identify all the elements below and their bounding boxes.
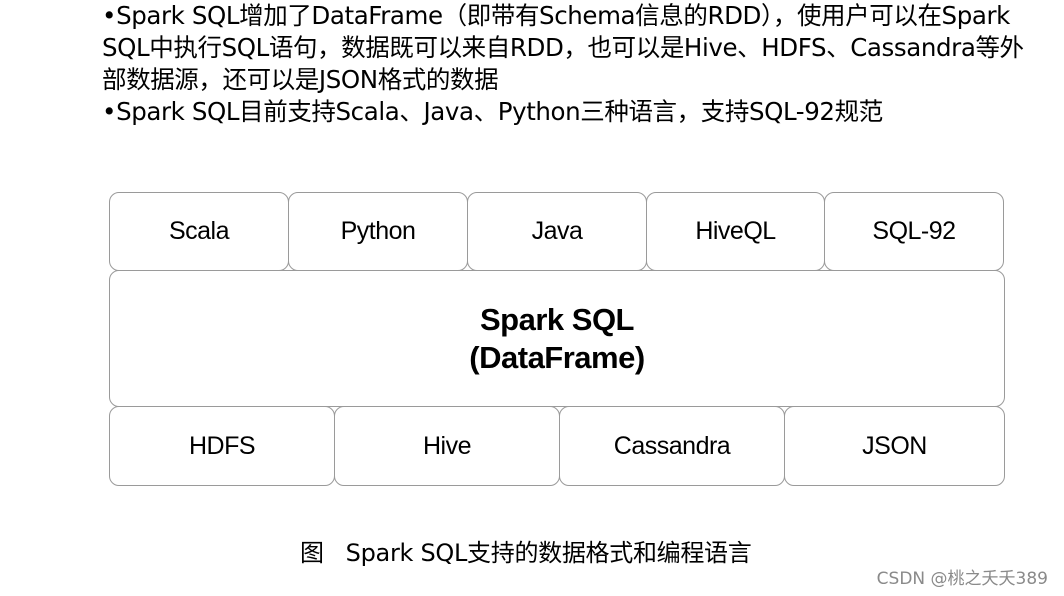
- language-box-hiveql: HiveQL: [646, 192, 825, 271]
- bullet-list: •Spark SQL增加了DataFrame（即带有Schema信息的RDD），…: [102, 0, 1042, 128]
- bullet-text: Spark SQL目前支持Scala、Java、Python三种语言，支持SQL…: [116, 97, 883, 126]
- source-box-hive: Hive: [334, 406, 560, 486]
- bullet-item: •Spark SQL目前支持Scala、Java、Python三种语言，支持SQ…: [102, 96, 1042, 128]
- language-box-scala: Scala: [109, 192, 289, 271]
- spark-sql-core-box: Spark SQL (DataFrame): [109, 270, 1005, 407]
- source-box-json: JSON: [784, 406, 1005, 486]
- figure-caption: 图 Spark SQL支持的数据格式和编程语言: [300, 539, 752, 567]
- spark-sql-architecture-diagram: Scala Python Java HiveQL SQL-92 Spark SQ…: [109, 192, 1005, 486]
- source-box-cassandra: Cassandra: [559, 406, 785, 486]
- bullet-marker: •: [102, 97, 117, 126]
- source-box-hdfs: HDFS: [109, 406, 335, 486]
- bullet-text: Spark SQL增加了DataFrame（即带有Schema信息的RDD），使…: [102, 1, 1024, 94]
- language-box-sql92: SQL-92: [824, 192, 1004, 271]
- language-box-python: Python: [288, 192, 468, 271]
- language-box-java: Java: [467, 192, 647, 271]
- core-subtitle: (DataFrame): [469, 339, 645, 375]
- core-title: Spark SQL: [480, 301, 635, 337]
- bullet-item: •Spark SQL增加了DataFrame（即带有Schema信息的RDD），…: [102, 0, 1042, 96]
- watermark: CSDN @桃之夭夭389: [876, 569, 1048, 589]
- bullet-marker: •: [102, 1, 117, 30]
